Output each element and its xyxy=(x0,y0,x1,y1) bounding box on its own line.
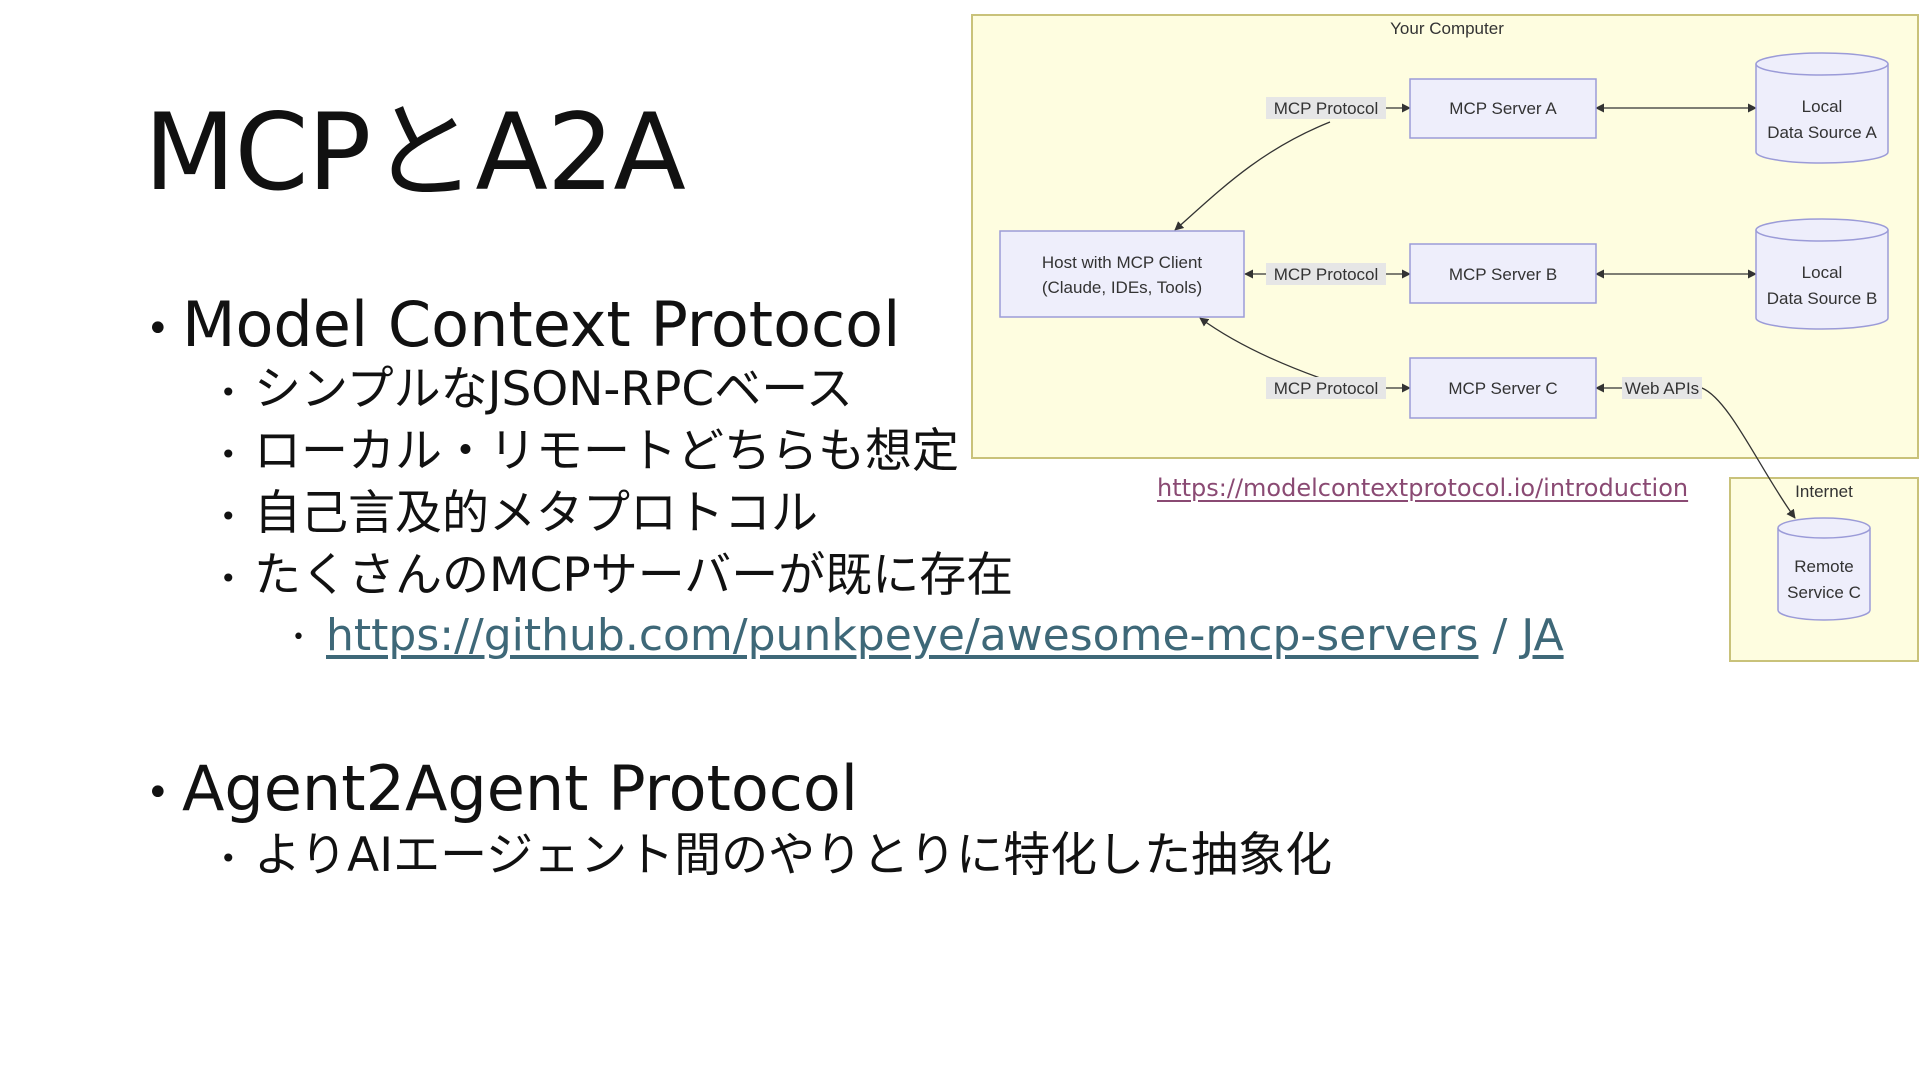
datasource-b-cylinder: Local Data Source B xyxy=(1755,218,1889,330)
protocol-a-label: MCP Protocol xyxy=(1274,99,1379,118)
remote-line1: Remote xyxy=(1794,557,1854,576)
host-label-line1: Host with MCP Client xyxy=(1042,253,1203,272)
server-b-node xyxy=(1409,243,1597,304)
datasource-a-cylinder: Local Data Source A xyxy=(1755,52,1889,164)
link-separator: / xyxy=(1492,610,1508,661)
host-label-line2: (Claude, IDEs, Tools) xyxy=(1042,278,1202,297)
server-c-node xyxy=(1409,357,1597,419)
server-a-node xyxy=(1409,78,1597,139)
remote-service-cylinder: Remote Service C xyxy=(1777,517,1871,621)
protocol-c-label-bg xyxy=(1266,377,1386,399)
web-apis-label-bg xyxy=(1622,377,1702,399)
bullet-mcp-heading-text: Model Context Protocol xyxy=(182,288,901,361)
bullet-dot: • xyxy=(220,841,237,875)
protocol-b-label-bg xyxy=(1266,263,1386,285)
bullet-mcp-item: •ローカル・リモートどちらも想定 xyxy=(220,428,959,475)
server-c-label: MCP Server C xyxy=(1448,379,1557,398)
awesome-mcp-servers-link[interactable]: https://github.com/punkpeye/awesome-mcp-… xyxy=(326,610,1479,661)
datasource-a-line1: Local xyxy=(1802,97,1843,116)
bullet-mcp-heading: •Model Context Protocol xyxy=(146,294,900,356)
bullet-a2a-heading: •Agent2Agent Protocol xyxy=(146,758,858,820)
datasource-b-line2: Data Source B xyxy=(1767,289,1878,308)
bullet-a2a-item-text: よりAIエージェント間のやりとりに特化した抽象化 xyxy=(254,828,1333,883)
remote-line2: Service C xyxy=(1787,583,1861,602)
bullet-a2a-item: •よりAIエージェント間のやりとりに特化した抽象化 xyxy=(220,832,1332,879)
protocol-c-label: MCP Protocol xyxy=(1274,379,1379,398)
bullet-mcp-item-text: たくさんのMCPサーバーが既に存在 xyxy=(254,548,1014,603)
edge-protocol-c-host xyxy=(1199,317,1321,379)
internet-label: Internet xyxy=(1795,482,1853,501)
server-a-label: MCP Server A xyxy=(1449,99,1557,118)
protocol-a-label-bg xyxy=(1266,97,1386,119)
bullet-mcp-item-text: ローカル・リモートどちらも想定 xyxy=(254,424,959,479)
your-computer-label: Your Computer xyxy=(1390,19,1504,38)
bullet-mcp-item: •たくさんのMCPサーバーが既に存在 xyxy=(220,552,1013,599)
server-b-label: MCP Server B xyxy=(1449,265,1557,284)
datasource-a-line2: Data Source A xyxy=(1767,123,1877,142)
bullet-mcp-item: •シンプルなJSON-RPCベース xyxy=(220,366,853,413)
datasource-b-line1: Local xyxy=(1802,263,1843,282)
slide-title: MCPとA2A xyxy=(144,91,686,214)
bullet-mcp-item-text: シンプルなJSON-RPCベース xyxy=(254,362,853,417)
mcp-intro-source-link[interactable]: https://modelcontextprotocol.io/introduc… xyxy=(1157,474,1689,502)
bullet-a2a-heading-text: Agent2Agent Protocol xyxy=(182,752,859,825)
bullet-dot: • xyxy=(220,437,237,471)
edge-protocol-a-host xyxy=(1174,121,1331,231)
bullet-mcp-item: •自己言及的メタプロトコル xyxy=(220,490,818,537)
bullet-dot: • xyxy=(146,769,170,816)
bullet-dot: • xyxy=(220,499,237,533)
bullet-mcp-item-text: 自己言及的メタプロトコル xyxy=(254,486,818,541)
web-apis-label: Web APIs xyxy=(1625,379,1699,398)
ja-link[interactable]: JA xyxy=(1521,610,1564,661)
host-node xyxy=(999,230,1245,318)
bullet-mcp-sublink: •https://github.com/punkpeye/awesome-mcp… xyxy=(292,614,1564,658)
bullet-dot: • xyxy=(146,305,170,352)
bullet-dot: • xyxy=(220,375,237,409)
edge-webapis-remote xyxy=(1701,387,1796,519)
bullet-dot: • xyxy=(292,625,305,650)
bullet-dot: • xyxy=(220,561,237,595)
protocol-b-label: MCP Protocol xyxy=(1274,265,1379,284)
